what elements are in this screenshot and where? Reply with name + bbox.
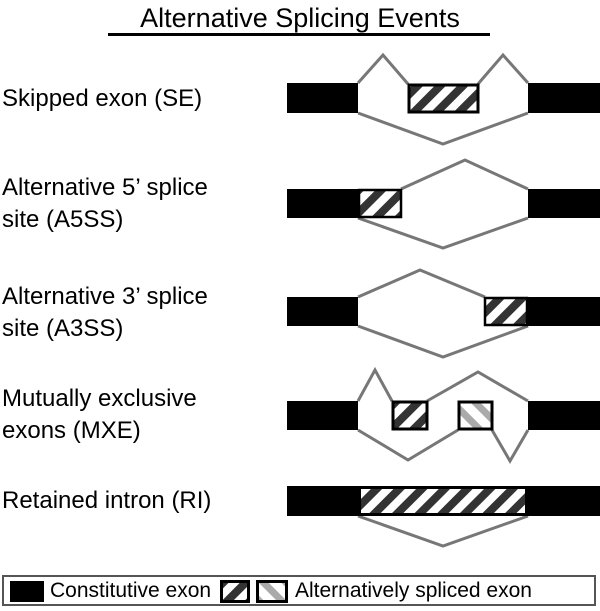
- label-a3ss-line1: Alternative 3’ splice: [2, 283, 208, 310]
- splicing-junction: [357, 514, 529, 548]
- alt-exon-swatch-dark: [220, 580, 250, 603]
- inclusion-junction: [476, 52, 530, 85]
- label-se: Skipped exon (SE): [2, 85, 203, 112]
- alternative-exon-2: [457, 400, 494, 431]
- event-ri: [287, 486, 600, 548]
- long-junction: [400, 158, 529, 191]
- retained-intron: [361, 489, 525, 513]
- constitutive-exon-right: [528, 297, 600, 326]
- label-a3ss-line2: site (A3SS): [2, 315, 124, 342]
- splicing-diagrams: [287, 52, 600, 548]
- junction-exon2-in: [357, 428, 459, 462]
- label-a5ss-line1: Alternative 5’ splice: [2, 174, 208, 201]
- junction-exon1-in: [356, 366, 394, 402]
- skipping-junction: [357, 111, 529, 146]
- title-underline: [108, 33, 490, 36]
- inclusion-junction: [356, 52, 410, 85]
- alternative-exon-extension: [483, 296, 529, 327]
- alt-exon-swatch-light: [256, 580, 288, 603]
- legend: Constitutive exon Alternatively spliced …: [2, 575, 596, 606]
- constitutive-exon-left: [287, 297, 358, 326]
- short-junction: [357, 216, 529, 250]
- event-mxe: [287, 366, 600, 464]
- long-junction: [357, 268, 486, 299]
- legend-alternative-label: Alternatively spliced exon: [295, 579, 532, 602]
- constitutive-exon-right: [528, 189, 600, 218]
- constitutive-exon-right: [528, 401, 600, 430]
- junction-exon1-out: [426, 370, 529, 403]
- label-mxe-line1: Mutually exclusive: [2, 385, 197, 412]
- alternative-exon: [407, 83, 480, 114]
- constitutive-exon-left: [287, 189, 358, 218]
- short-junction: [357, 324, 529, 359]
- alternative-exon-1: [391, 400, 429, 431]
- event-a5ss: [287, 158, 600, 250]
- constitutive-exon-right: [528, 83, 600, 113]
- event-se: [287, 52, 600, 146]
- label-a5ss-line2: site (A5SS): [2, 206, 124, 233]
- diagram-title: Alternative Splicing Events: [140, 3, 460, 33]
- constitutive-exon-left: [287, 83, 358, 113]
- event-a3ss: [287, 268, 600, 359]
- label-mxe-line2: exons (MXE): [2, 417, 141, 444]
- constitutive-exon-swatch: [10, 581, 44, 602]
- alternative-exon-extension: [357, 188, 403, 219]
- label-ri: Retained intron (RI): [2, 487, 212, 514]
- junction-exon2-out: [490, 429, 530, 464]
- constitutive-exon-left: [287, 401, 358, 430]
- legend-constitutive-label: Constitutive exon: [50, 579, 212, 602]
